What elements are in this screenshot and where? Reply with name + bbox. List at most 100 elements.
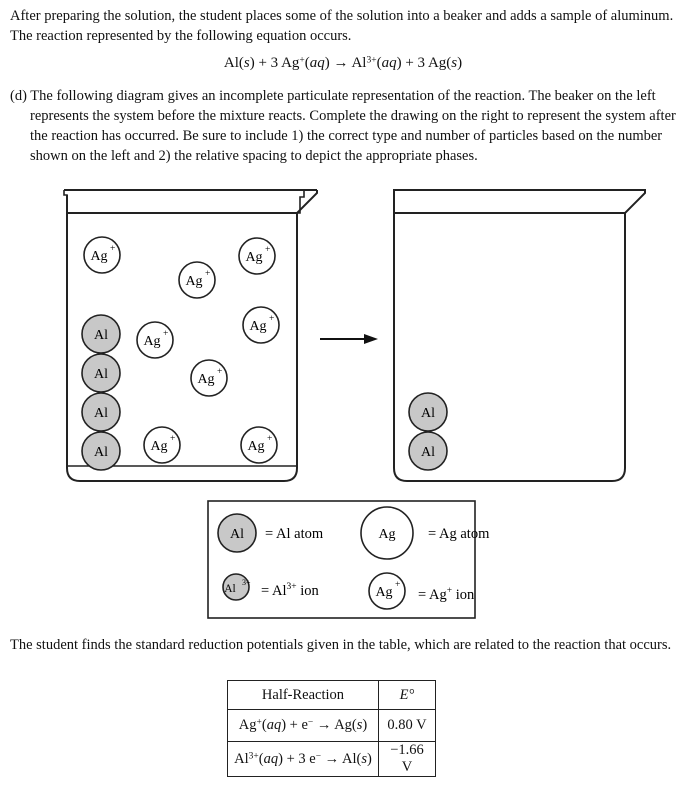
legend-al-ion-charge: 3+ bbox=[242, 578, 251, 587]
row2-post: → Al( bbox=[321, 750, 362, 767]
legend-ag-ion-text-charge: + bbox=[447, 586, 452, 596]
legend-ag-ion-text-post: ion bbox=[452, 587, 475, 603]
legend-al-ion-symbol: Al bbox=[224, 583, 236, 595]
legend-ag-ion-text: = Ag+ ion bbox=[418, 586, 475, 603]
ag-ion-before-2: Ag+ bbox=[178, 261, 216, 299]
row2-state: s bbox=[361, 750, 367, 767]
intro-paragraph: After preparing the solution, the studen… bbox=[10, 8, 674, 44]
ag-ion-before-1: Ag+ bbox=[83, 236, 121, 274]
svg-text:Ag: Ag bbox=[197, 372, 214, 387]
legend-al-atom-symbol: Al bbox=[230, 527, 244, 542]
findings-paragraph: The student finds the standard reduction… bbox=[10, 637, 672, 653]
beaker-after bbox=[393, 189, 646, 482]
ag-ion-before-6: Ag+ bbox=[190, 359, 228, 397]
svg-text:+: + bbox=[267, 434, 272, 444]
row2-potential: −1.66 V bbox=[378, 741, 436, 777]
reaction-arrow bbox=[320, 334, 378, 344]
svg-text:Al: Al bbox=[421, 445, 435, 460]
eq-plus1: ) + 3 Ag bbox=[249, 55, 300, 71]
ag-ion-before-5: Ag+ bbox=[136, 321, 174, 359]
eq-aq-2: aq bbox=[381, 55, 397, 71]
legend-ag-ion: Ag + = Ag+ ion bbox=[368, 572, 475, 610]
svg-text:Ag: Ag bbox=[150, 439, 167, 454]
svg-text:+: + bbox=[217, 367, 222, 377]
legend-al-atom-text: = Al atom bbox=[265, 526, 324, 542]
svg-text:Al: Al bbox=[94, 328, 108, 343]
al-atom-before-4: Al bbox=[81, 431, 121, 471]
eq-state-2: s bbox=[451, 55, 458, 71]
eq-reactant1: Al( bbox=[223, 55, 244, 71]
row2-pre: Al bbox=[234, 750, 249, 767]
legend-ag-atom: Ag = Ag atom bbox=[360, 506, 490, 560]
al-atom-before-3: Al bbox=[81, 392, 121, 432]
svg-text:Ag: Ag bbox=[143, 334, 160, 349]
row1-charge: + bbox=[256, 717, 262, 728]
legend-ag-atom-text: = Ag atom bbox=[428, 526, 490, 542]
svg-text:Ag: Ag bbox=[247, 439, 264, 454]
legend-box bbox=[207, 500, 476, 619]
table-header-row: Half-Reaction E° bbox=[227, 680, 436, 710]
beaker-before bbox=[63, 189, 318, 482]
table-row: Ag+(aq) + e− → Ag(s) 0.80 V bbox=[227, 709, 436, 742]
row2-end: ) bbox=[366, 750, 372, 767]
eq-state-1: s bbox=[243, 55, 250, 71]
header-potential: E° bbox=[378, 680, 436, 710]
legend-al-ion-text-post: ion bbox=[297, 583, 320, 599]
svg-text:+: + bbox=[205, 269, 210, 279]
row1-e-charge: − bbox=[307, 717, 314, 728]
eq-close: ) bbox=[457, 55, 463, 71]
part-d-paragraph: (d) The following diagram gives an incom… bbox=[10, 88, 676, 164]
al-atom-before-1: Al bbox=[81, 314, 121, 354]
eq-aq-1: aq bbox=[309, 55, 325, 71]
svg-text:Ag: Ag bbox=[249, 319, 266, 334]
legend-al-ion-text: = Al3+ ion bbox=[261, 582, 320, 599]
svg-text:Ag: Ag bbox=[245, 250, 262, 265]
svg-text:+: + bbox=[170, 434, 175, 444]
svg-text:+: + bbox=[265, 245, 270, 255]
row1-post: → Ag( bbox=[313, 717, 357, 733]
svg-text:+: + bbox=[110, 244, 115, 254]
svg-text:Al: Al bbox=[94, 445, 108, 460]
header-potential-text: E° bbox=[399, 686, 415, 703]
svg-text:Ag: Ag bbox=[185, 274, 202, 289]
svg-text:+: + bbox=[163, 329, 168, 339]
svg-text:Al: Al bbox=[421, 406, 435, 421]
svg-text:Ag: Ag bbox=[90, 249, 107, 264]
legend-ag-ion-symbol: Ag bbox=[375, 585, 392, 600]
row1-reaction: Ag+(aq) + e− → Ag(s) bbox=[227, 709, 379, 742]
reduction-potentials-table: Half-Reaction E° Ag+(aq) + e− → Ag(s) 0.… bbox=[227, 680, 436, 777]
eq-plus2: ) + 3 Ag( bbox=[396, 55, 452, 71]
legend-al-ion-text-pre: = Al bbox=[261, 583, 287, 599]
row2-mid: ) + 3 e bbox=[278, 750, 316, 767]
legend-ag-ion-charge: + bbox=[395, 580, 400, 590]
row2-aq: aq bbox=[263, 750, 279, 767]
row2-reaction: Al3+(aq) + 3 e− → Al(s) bbox=[227, 741, 379, 777]
row1-aq: aq bbox=[266, 717, 282, 733]
eq-al-charge: 3+ bbox=[366, 55, 377, 66]
svg-text:Al: Al bbox=[94, 367, 108, 382]
eq-arrow: → Al bbox=[333, 55, 367, 71]
row2-e-charge: − bbox=[315, 750, 322, 761]
header-half-reaction: Half-Reaction bbox=[227, 680, 379, 710]
table-row: Al3+(aq) + 3 e− → Al(s) −1.66 V bbox=[227, 741, 436, 777]
ag-ion-before-8: Ag+ bbox=[240, 426, 278, 464]
ag-ion-before-4: Ag+ bbox=[242, 306, 280, 344]
legend-al-atom: Al = Al atom bbox=[217, 513, 324, 553]
al-atom-after-1: Al bbox=[408, 392, 448, 432]
row1-end: ) bbox=[362, 717, 368, 733]
eq-ag-charge: + bbox=[299, 55, 305, 66]
svg-text:+: + bbox=[269, 314, 274, 324]
al-atom-after-2: Al bbox=[408, 431, 448, 471]
legend-ag-atom-symbol: Ag bbox=[378, 527, 395, 542]
al-atom-before-2: Al bbox=[81, 353, 121, 393]
legend-ag-ion-text-pre: = Ag bbox=[418, 587, 447, 603]
row1-pre: Ag bbox=[238, 717, 257, 733]
svg-text:Al: Al bbox=[94, 406, 108, 421]
row1-mid: ) + e bbox=[281, 717, 308, 733]
legend-al-ion: Al 3+ = Al3+ ion bbox=[222, 573, 320, 601]
legend-al-ion-text-charge: 3+ bbox=[287, 582, 297, 592]
row1-state: s bbox=[356, 717, 363, 733]
